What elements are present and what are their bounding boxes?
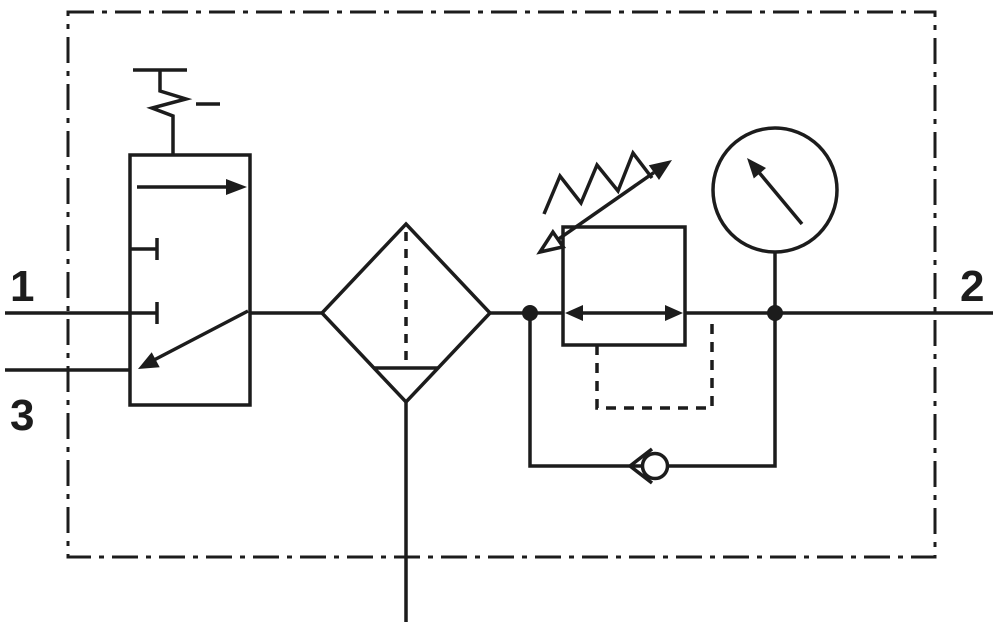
check-valve-bypass bbox=[528, 313, 777, 485]
gauge-needle bbox=[755, 168, 804, 226]
filter-symbol bbox=[319, 221, 493, 622]
regulator-adjust-open-arrowhead-icon bbox=[536, 228, 567, 255]
enclosure-border bbox=[66, 10, 937, 559]
check-valve-seat bbox=[628, 447, 654, 485]
shutoff-valve-symbol bbox=[128, 68, 252, 407]
junction-dot-left bbox=[522, 305, 538, 321]
regulator-body bbox=[561, 225, 687, 347]
port-2-label: 2 bbox=[960, 262, 984, 311]
port-3-label: 3 bbox=[10, 391, 34, 440]
regulator-right-arrowhead-icon bbox=[665, 305, 683, 321]
valve-flow-arrowhead-icon bbox=[226, 179, 247, 195]
regulator-spring bbox=[542, 149, 654, 215]
regulator-adjust-arrowhead-icon bbox=[648, 160, 672, 180]
actuator-stem-detent bbox=[146, 70, 193, 155]
check-valve-ball bbox=[640, 451, 670, 481]
pressure-regulator-symbol bbox=[536, 149, 714, 410]
junction-dots bbox=[522, 305, 783, 321]
valve-exhaust-arrowhead-icon bbox=[138, 352, 160, 369]
regulator-left-arrowhead-icon bbox=[565, 305, 583, 321]
flow-lines bbox=[5, 311, 993, 372]
enclosure-border-rect bbox=[66, 10, 937, 559]
gauge-needle-arrowhead-icon bbox=[747, 158, 766, 179]
regulator-adjust-arrow bbox=[556, 171, 655, 241]
port-1-label: 1 bbox=[10, 262, 34, 311]
regulator-pilot-line bbox=[595, 318, 714, 410]
junction-dot-right bbox=[767, 305, 783, 321]
port-labels: 1 2 3 bbox=[10, 262, 984, 440]
pressure-gauge-symbol bbox=[711, 126, 839, 313]
valve-exhaust-path bbox=[153, 309, 249, 362]
